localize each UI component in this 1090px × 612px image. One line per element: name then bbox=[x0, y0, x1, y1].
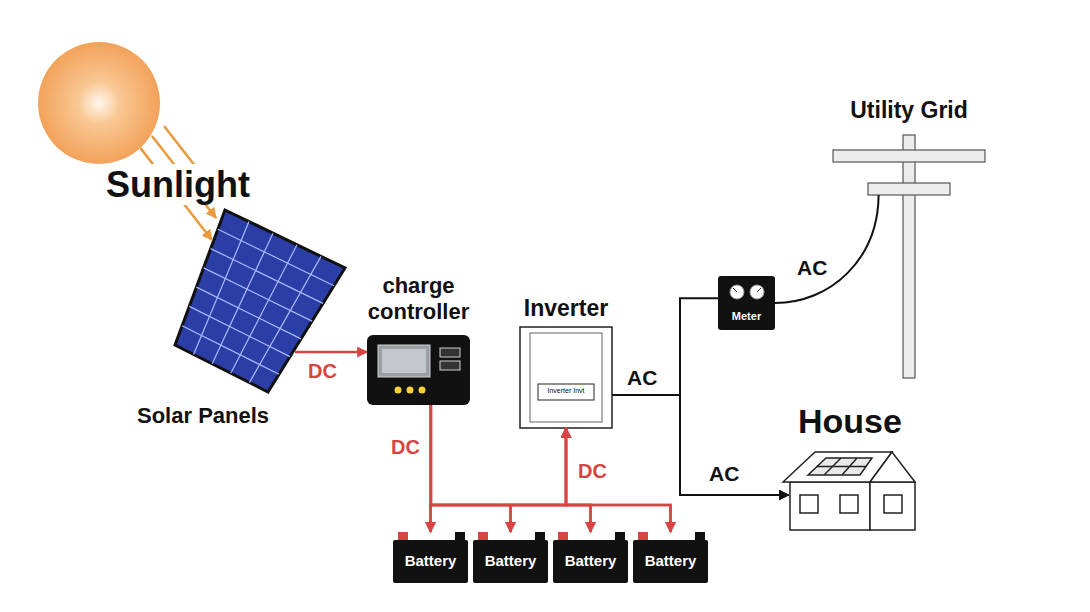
battery-label: Battery bbox=[553, 552, 628, 569]
sun: Sunlight bbox=[38, 42, 160, 164]
solar-panel-figure bbox=[175, 210, 345, 392]
inverter-label: Inverter bbox=[510, 295, 622, 321]
charge-controller: charge controller bbox=[367, 335, 470, 405]
controller-label: charge controller bbox=[345, 273, 492, 325]
battery: Battery bbox=[553, 532, 628, 583]
signal-label: AC bbox=[625, 366, 659, 389]
signal-label: DC bbox=[306, 360, 339, 382]
inverter: InverterInverter Invt bbox=[520, 327, 612, 428]
battery: Battery bbox=[393, 532, 468, 583]
sun-disc bbox=[38, 42, 160, 164]
connector bbox=[295, 351, 367, 354]
meter-figure bbox=[718, 276, 775, 330]
signal-label: DC bbox=[389, 436, 422, 458]
battery: Battery bbox=[633, 532, 708, 583]
signal-label: AC bbox=[795, 256, 829, 279]
utility-grid: Utility Grid bbox=[833, 135, 985, 378]
connector bbox=[566, 428, 671, 532]
battery-label: Battery bbox=[393, 552, 468, 569]
sunlight-label: Sunlight bbox=[103, 164, 253, 205]
connector bbox=[431, 405, 671, 532]
house: House bbox=[780, 448, 920, 533]
nameplate-text: Inverter Invt bbox=[539, 385, 593, 397]
panel-label: Solar Panels bbox=[137, 403, 269, 428]
meter-label: Meter bbox=[718, 310, 775, 323]
battery-label: Battery bbox=[633, 552, 708, 569]
connector bbox=[511, 428, 567, 532]
battery-label: Battery bbox=[473, 552, 548, 569]
battery-figures bbox=[393, 532, 708, 583]
connector bbox=[431, 428, 567, 532]
charge-controller-figure bbox=[367, 335, 470, 405]
connector bbox=[680, 298, 788, 495]
grid-label: Utility Grid bbox=[823, 97, 995, 123]
utility-pole bbox=[833, 135, 985, 378]
inverter-figure bbox=[520, 327, 612, 428]
connector bbox=[775, 195, 879, 303]
signal-label: DC bbox=[576, 460, 609, 482]
meter: Meter bbox=[718, 276, 775, 330]
house-label: House bbox=[770, 402, 930, 441]
battery: Battery bbox=[473, 532, 548, 583]
connector bbox=[431, 405, 511, 532]
connector bbox=[612, 395, 788, 495]
house-figure bbox=[783, 452, 915, 530]
signal-label: AC bbox=[707, 462, 741, 485]
